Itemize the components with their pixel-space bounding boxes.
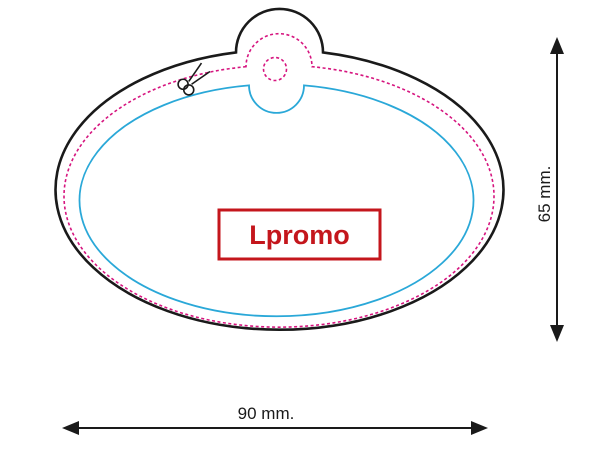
height-label: 65 mm. [535,166,554,223]
tag-cut-line [63,32,495,328]
hang-hole [262,56,288,82]
width-dimension-arrow [62,421,488,435]
width-label: 90 mm. [238,404,295,423]
scissors-icon [177,62,211,96]
logo-box [217,208,382,261]
logo-text: Lpromo [249,220,350,250]
tag-outer-outline [54,7,505,332]
height-dimension-arrow [550,37,564,342]
tag-safe-line [78,84,475,318]
